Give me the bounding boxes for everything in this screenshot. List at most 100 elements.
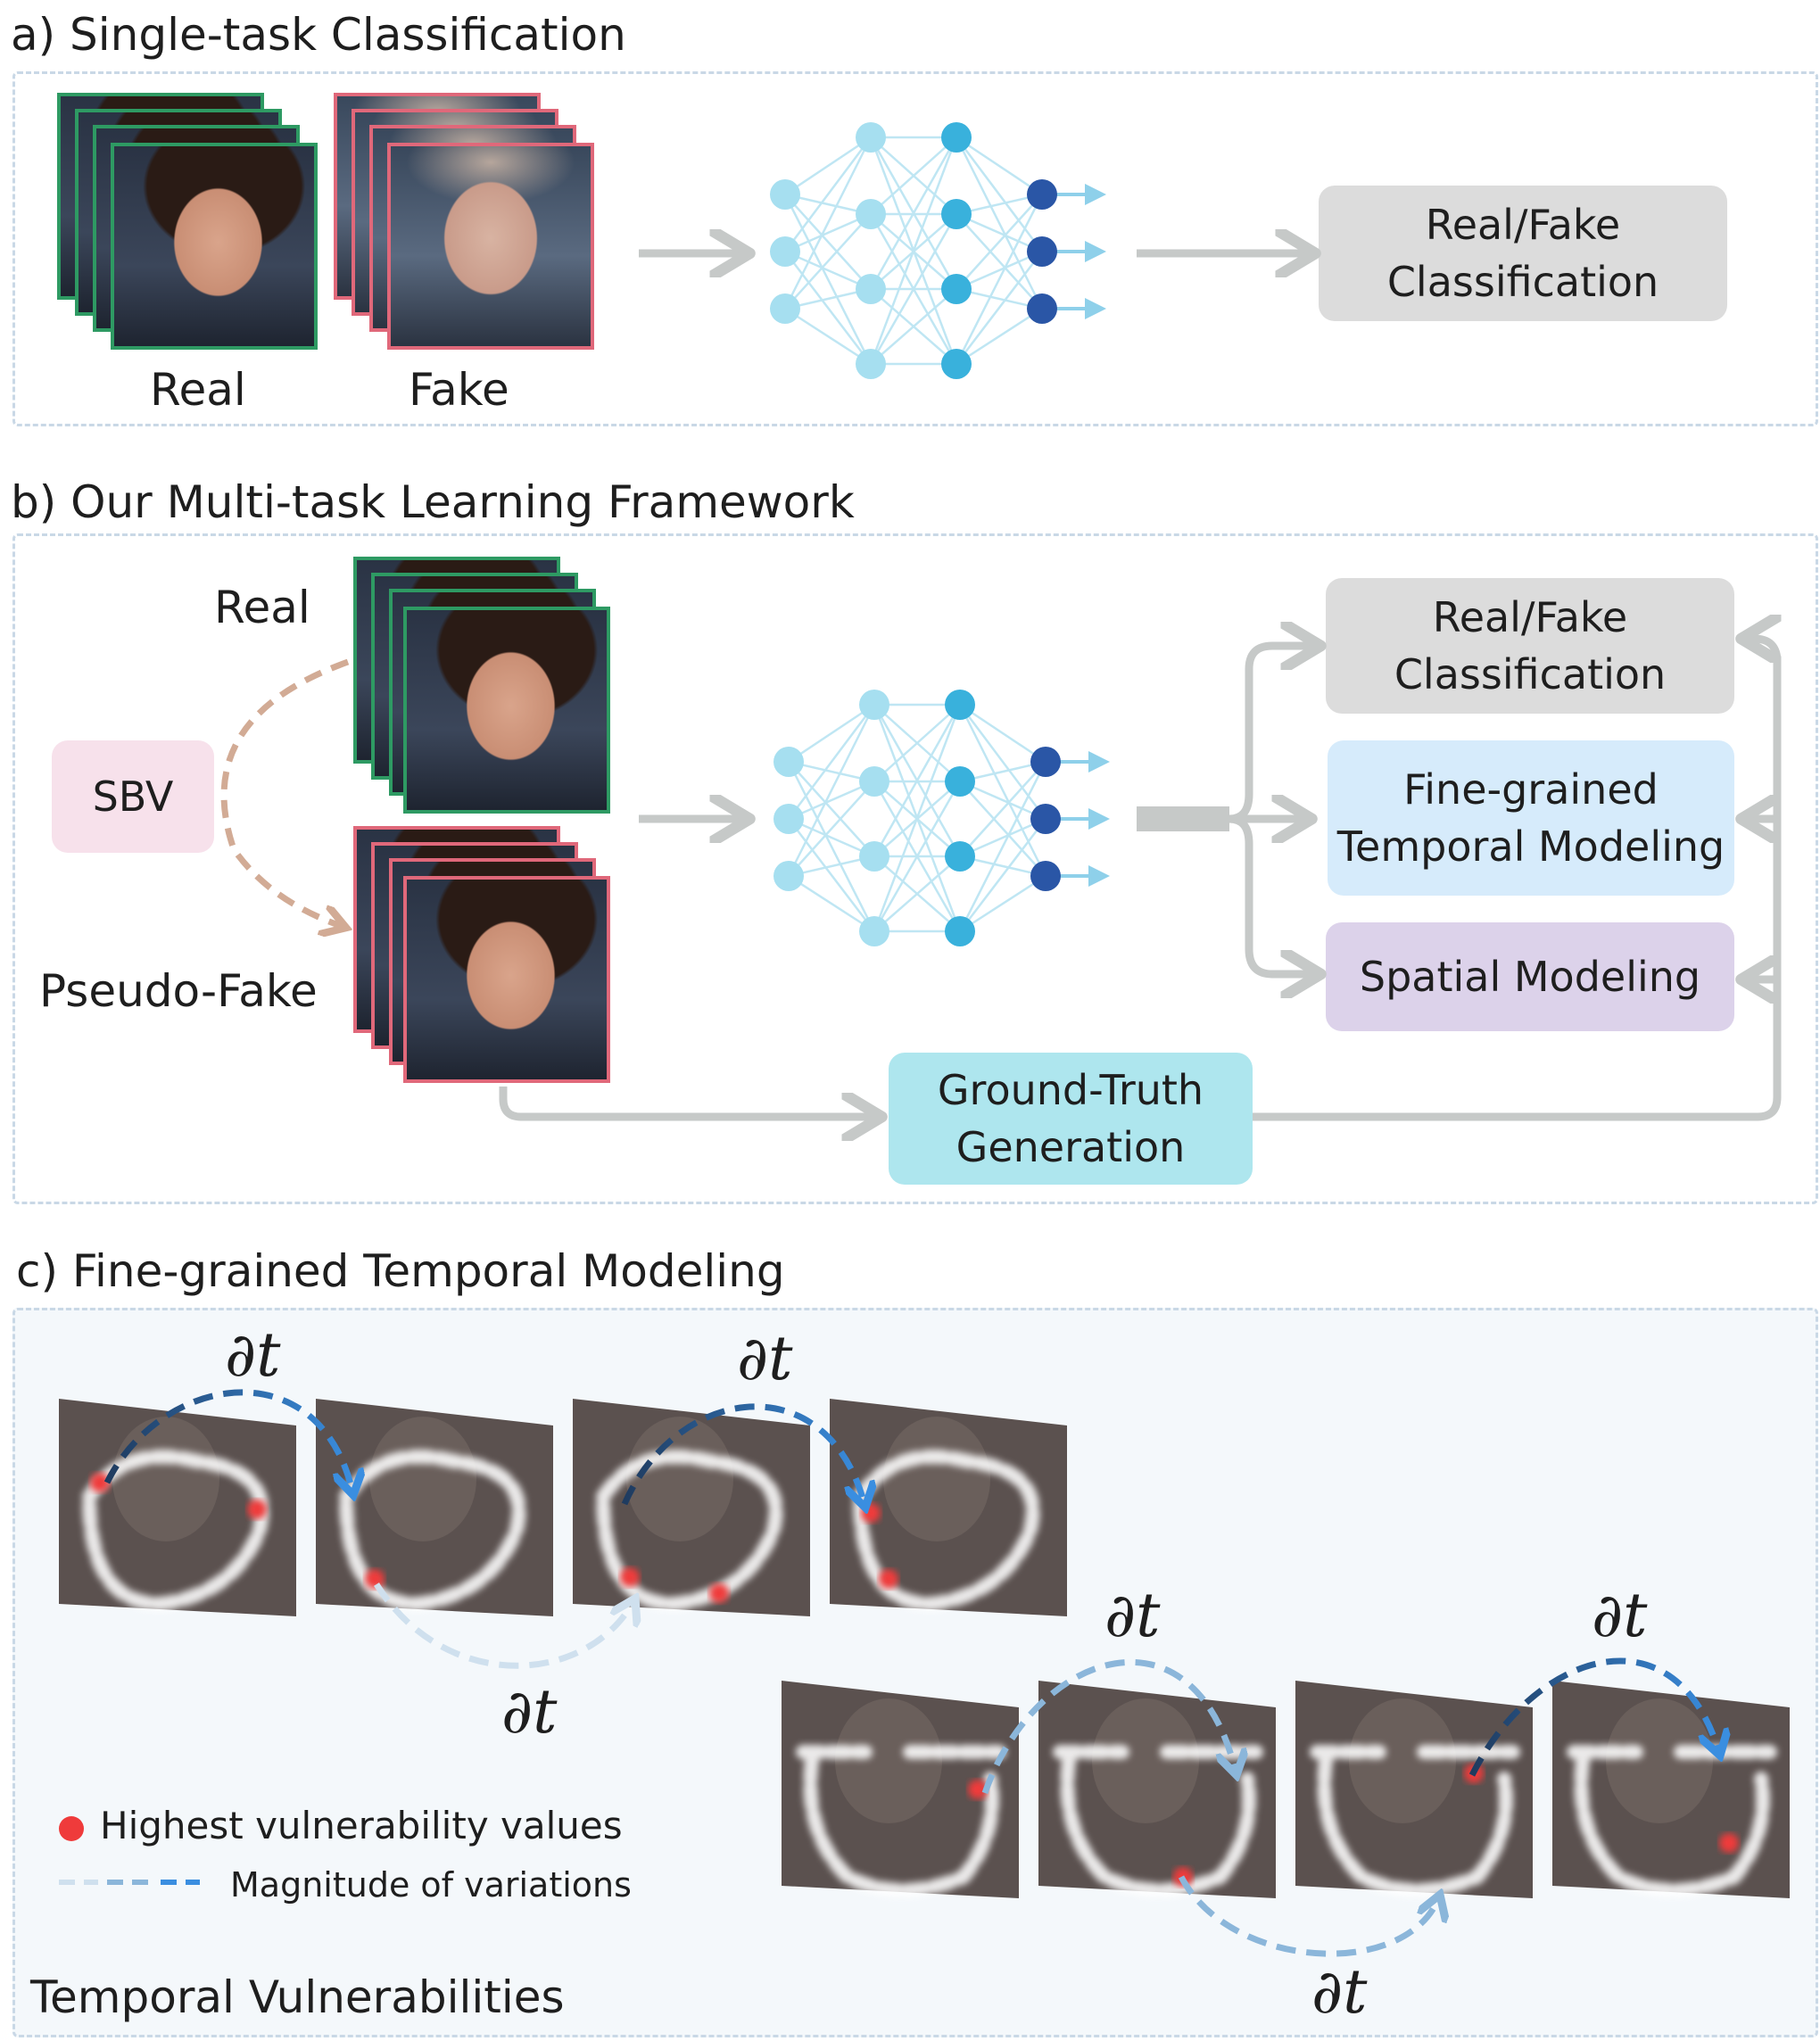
network-node (770, 293, 800, 324)
network-edge (956, 251, 1043, 365)
fake-face-image (387, 143, 594, 350)
network-edge (783, 194, 873, 365)
network-edge (788, 780, 875, 821)
network-edge (870, 288, 957, 365)
section-b-panel (12, 533, 1818, 1204)
classification-box-b-line2: Classification (1394, 650, 1667, 698)
network-edge (873, 781, 962, 932)
network-node (945, 841, 975, 872)
heatmap-frame-6 (1038, 1681, 1276, 1898)
ground-truth-line2: Generation (956, 1123, 1186, 1171)
derivative-label-4: ∂t (1104, 1581, 1161, 1651)
network-node (945, 766, 975, 797)
network-edge (788, 818, 875, 932)
heatmap-frame-7 (1295, 1681, 1533, 1898)
network-edge (870, 136, 957, 215)
derivative-label-1: ∂t (225, 1320, 281, 1391)
network-node (941, 122, 972, 153)
network-node (859, 766, 889, 797)
spatial-modeling-box: Spatial Modeling (1326, 922, 1734, 1031)
network-node (1027, 236, 1057, 267)
legend-highest: Highest vulnerability values (100, 1804, 623, 1847)
temporal-box-line1: Fine-grained (1403, 765, 1659, 814)
face-silhouette (883, 1417, 990, 1541)
heatmap-frames (59, 1399, 1790, 1898)
face-silhouette (369, 1417, 476, 1541)
vulnerability-dot (620, 1567, 640, 1587)
vulnerability-dot (861, 1503, 881, 1523)
network-node (770, 236, 800, 267)
network-edge (959, 761, 1046, 857)
network-edge (956, 136, 1043, 196)
network-edge (784, 213, 872, 310)
network-edge (788, 874, 875, 933)
network-edge (959, 703, 1046, 764)
network-node (856, 199, 886, 229)
landmark-heat-outline (852, 1450, 1040, 1612)
network-node (856, 274, 886, 304)
network-edge (787, 704, 876, 877)
heatmap-frame-2 (316, 1399, 553, 1616)
face-silhouette (112, 1417, 219, 1541)
network-node (945, 690, 975, 720)
vulnerability-dot (90, 1473, 110, 1492)
section-a-panel (12, 71, 1818, 426)
spatial-box-label: Spatial Modeling (1359, 953, 1701, 1001)
network-edge (873, 704, 962, 857)
landmark-heat-outline (1310, 1745, 1520, 1897)
section-c-title: c) Fine-grained Temporal Modeling (16, 1245, 785, 1297)
network-edge (784, 250, 872, 291)
vulnerability-dot (1719, 1833, 1739, 1853)
derivative-label-6: ∂t (1311, 1957, 1368, 2028)
neural-network-a (770, 122, 1106, 379)
network-edge (869, 136, 958, 365)
face-silhouette (835, 1698, 942, 1823)
network-edge (956, 194, 1043, 290)
vulnerability-dot (968, 1780, 988, 1799)
derivative-label-3: ∂t (501, 1677, 558, 1748)
network-node (941, 274, 972, 304)
section-a-title: a) Single-task Classification (11, 9, 626, 61)
network-node (859, 841, 889, 872)
derivative-label-5: ∂t (1592, 1581, 1648, 1651)
network-edge (959, 817, 1046, 858)
landmark-heat-outline (796, 1745, 1006, 1897)
real-label-b: Real (214, 582, 310, 633)
network-node (1027, 179, 1057, 210)
sbv-arrow (220, 658, 348, 928)
network-edge (788, 704, 875, 820)
network-edge (784, 194, 872, 290)
network-edge (784, 136, 872, 196)
network-node (774, 804, 804, 834)
network-edge (873, 704, 961, 782)
real-face-image (111, 143, 318, 350)
fake-label-a: Fake (409, 364, 509, 416)
face-silhouette (1092, 1698, 1199, 1823)
network-edge (959, 781, 1046, 877)
network-edge (784, 251, 872, 365)
face-silhouette (1349, 1698, 1456, 1823)
network-node (774, 861, 804, 891)
network-node (1030, 747, 1061, 777)
network-edge (956, 213, 1043, 310)
landmark-heat-outline (595, 1450, 783, 1612)
network-edge (788, 817, 875, 858)
network-edge (955, 194, 1044, 365)
network-node (1027, 293, 1057, 324)
network-node (945, 916, 975, 946)
face-silhouette (1606, 1698, 1713, 1823)
vulnerability-dot-icon (59, 1816, 84, 1841)
real-label-a: Real (150, 364, 246, 416)
network-edge (958, 761, 1047, 932)
classification-box-a-line2: Classification (1386, 258, 1659, 306)
temporal-box-line2: Temporal Modeling (1336, 822, 1725, 871)
network-edge (788, 781, 875, 877)
sbv-box: SBV (52, 740, 214, 853)
network-edge (955, 136, 1044, 310)
vulnerability-dot (879, 1569, 898, 1589)
network-edge (873, 855, 961, 932)
sbv-label: SBV (92, 773, 174, 821)
section-b-title: b) Our Multi-task Learning Framework (11, 476, 855, 528)
